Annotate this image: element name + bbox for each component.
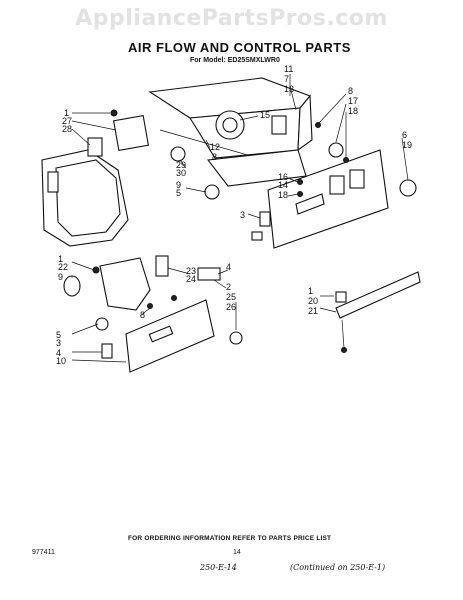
- callout-8: 8: [140, 310, 145, 320]
- callout-30: 30: [176, 168, 186, 178]
- callout-9: 9: [176, 180, 181, 190]
- callout-5: 5: [176, 188, 181, 198]
- callout-29: 29: [176, 160, 186, 170]
- control-panel-lower: [101, 267, 243, 373]
- thermostat-components: [170, 146, 303, 241]
- callout-22: 22: [58, 262, 68, 272]
- callout-3: 3: [56, 338, 61, 348]
- control-panel-right: [267, 122, 417, 249]
- callout-12: 12: [210, 142, 220, 152]
- callout-14: 14: [278, 180, 288, 190]
- callout-28: 28: [62, 124, 72, 134]
- callout-21: 21: [308, 306, 318, 316]
- handwritten-ref-right: (Continued on 250-E-1): [290, 563, 386, 572]
- callout-numbers: 1272811713158171861929301289516141831229…: [56, 64, 412, 366]
- callout-23: 23: [186, 266, 196, 276]
- callout-2: 2: [226, 282, 231, 292]
- callout-13: 13: [284, 84, 294, 94]
- callout-1: 1: [64, 108, 69, 118]
- leader-lines: [71, 74, 409, 363]
- callout-24: 24: [186, 274, 196, 284]
- ordering-footnote: FOR ORDERING INFORMATION REFER TO PARTS …: [128, 535, 332, 542]
- callout-6: 6: [402, 130, 407, 140]
- lower-light-assembly: [63, 255, 177, 331]
- callout-10: 10: [56, 356, 66, 366]
- diagram-title: AIR FLOW AND CONTROL PARTS: [128, 40, 351, 55]
- callout-8: 8: [212, 152, 217, 162]
- callout-4: 4: [56, 348, 61, 358]
- callout-7: 7: [284, 74, 289, 84]
- callout-9: 9: [58, 272, 63, 282]
- left-vent-housing: [41, 109, 150, 247]
- part-number: 977411: [32, 549, 55, 556]
- callout-1: 1: [308, 286, 313, 296]
- page-number: 14: [233, 549, 241, 556]
- callout-20: 20: [308, 296, 318, 306]
- handwritten-ref-left: 250-E-14: [200, 563, 237, 572]
- callout-4: 4: [226, 262, 231, 272]
- callout-11: 11: [284, 64, 293, 74]
- watermark: AppliancePartsPros.com: [75, 6, 388, 31]
- callout-5: 5: [56, 330, 61, 340]
- upper-air-duct-assembly: [148, 77, 313, 187]
- callout-3: 3: [240, 210, 245, 220]
- callout-18: 18: [278, 190, 288, 200]
- callout-25: 25: [226, 292, 236, 302]
- callout-15: 15: [260, 110, 270, 120]
- callout-19: 19: [402, 140, 412, 150]
- callout-18: 18: [348, 106, 358, 116]
- side-rail: [335, 271, 421, 353]
- callout-27: 27: [62, 116, 72, 126]
- model-line: For Model: ED25SMXLWR0: [190, 57, 280, 64]
- callout-8: 8: [348, 86, 353, 96]
- callout-1: 1: [58, 254, 63, 264]
- callout-26: 26: [226, 302, 236, 312]
- callout-16: 16: [278, 172, 288, 182]
- callout-17: 17: [348, 96, 358, 106]
